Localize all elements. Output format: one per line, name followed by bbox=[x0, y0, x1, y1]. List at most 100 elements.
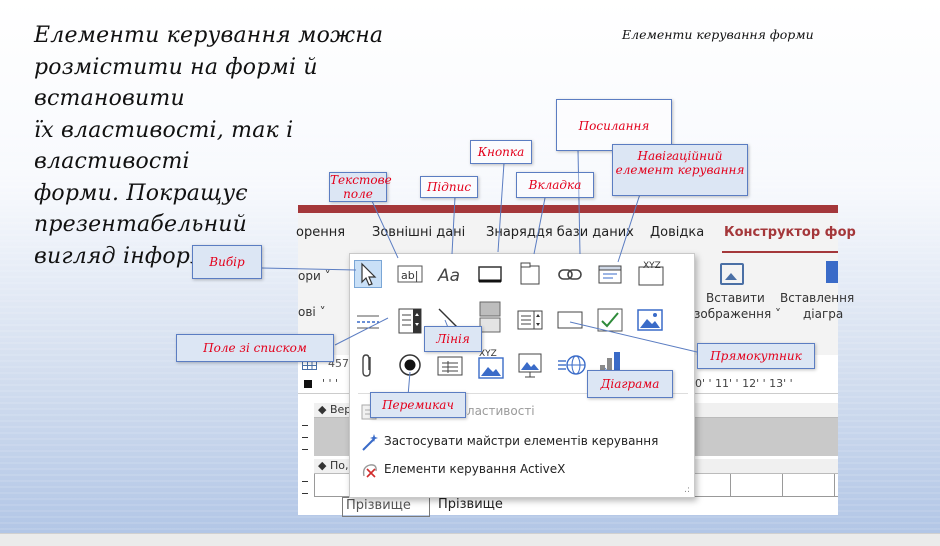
xyz-caption: XYZ bbox=[479, 349, 497, 359]
callout-link: Посилання bbox=[556, 99, 672, 151]
select-tool[interactable] bbox=[354, 260, 382, 288]
navigation-control[interactable]: XYZ bbox=[636, 260, 664, 288]
radio-button-icon bbox=[399, 354, 421, 376]
unbound-object-frame-control[interactable] bbox=[636, 306, 664, 334]
ribbon-left-label[interactable]: ори ˅ bbox=[298, 269, 331, 283]
subform-control[interactable] bbox=[436, 352, 464, 380]
callout-select: Вибір bbox=[192, 245, 262, 279]
menu-item-label: Елементи керування ActiveX bbox=[384, 462, 566, 476]
rectangle-control[interactable] bbox=[556, 306, 584, 334]
checkmark-icon bbox=[597, 308, 623, 332]
vertical-ruler-tick bbox=[302, 449, 308, 450]
vertical-ruler-tick bbox=[302, 437, 308, 438]
navigation-xyz-icon: XYZ bbox=[638, 261, 664, 286]
label-aa-icon: Aa bbox=[437, 266, 460, 286]
globe-link-icon bbox=[558, 355, 586, 375]
slide-title: Елементи керування форми bbox=[622, 27, 814, 42]
callout-tab: Вкладка bbox=[516, 172, 594, 198]
paperclip-icon bbox=[362, 354, 371, 377]
subform-icon bbox=[437, 356, 463, 376]
ruler-marks: 10' ' 11' ' 12' ' 13' ' bbox=[688, 377, 793, 390]
web-browser-control[interactable] bbox=[596, 260, 624, 288]
resize-grip[interactable]: .: bbox=[684, 485, 690, 495]
tab-create[interactable]: орення bbox=[296, 225, 346, 240]
callout-navigation: Навігаційний елемент керування bbox=[612, 144, 748, 196]
callout-rectangle: Прямокутник bbox=[697, 343, 815, 369]
page-break-control[interactable] bbox=[354, 308, 382, 336]
button-control[interactable] bbox=[476, 260, 504, 288]
body-line: їх властивості, так і властивості bbox=[34, 117, 294, 175]
body-line: форми. Покращує презентабельний bbox=[34, 180, 248, 238]
tab-control[interactable] bbox=[516, 260, 544, 288]
tab-help[interactable]: Довідка bbox=[650, 225, 705, 240]
section-label: ◆ По, bbox=[318, 459, 349, 472]
hyperlink-globe-control[interactable] bbox=[556, 350, 586, 378]
toggle-button-icon bbox=[479, 301, 501, 333]
insert-image-label[interactable]: зображення ˅ bbox=[694, 307, 782, 321]
page-break-icon bbox=[357, 315, 379, 329]
body-line: розмістити на формі й встановити bbox=[34, 54, 318, 112]
tab-database-tools[interactable]: Знаряддя бази даних bbox=[486, 225, 634, 240]
form-selector[interactable] bbox=[304, 380, 312, 388]
link-chain-icon bbox=[558, 269, 582, 280]
wizard-icon bbox=[362, 434, 378, 451]
surname-label-control[interactable]: Прізвище bbox=[342, 497, 430, 517]
svg-text:Aa: Aa bbox=[437, 266, 460, 286]
web-browser-icon bbox=[598, 265, 622, 284]
vertical-ruler-tick bbox=[302, 481, 308, 482]
title-strip bbox=[298, 205, 838, 213]
active-tab-indicator bbox=[722, 251, 838, 253]
insert-chart-label[interactable]: Вставлення bbox=[780, 291, 855, 305]
svg-text:ab|: ab| bbox=[401, 269, 418, 282]
button-icon bbox=[478, 266, 502, 283]
image-control[interactable] bbox=[516, 350, 544, 378]
textbox-icon: ab| bbox=[397, 265, 423, 283]
body-line: Елементи керування можна bbox=[34, 23, 384, 48]
window-bottom-bar bbox=[0, 533, 940, 546]
tab-form-design[interactable]: Конструктор фор bbox=[724, 225, 856, 240]
insert-chart-icon[interactable] bbox=[826, 261, 838, 283]
combo-box-control[interactable] bbox=[396, 306, 424, 334]
insert-chart-label[interactable]: діагра bbox=[803, 307, 844, 321]
menu-separator bbox=[358, 393, 688, 394]
list-box-control[interactable] bbox=[516, 306, 544, 334]
ribbon-left-label[interactable]: ові ˅ bbox=[298, 305, 326, 319]
bound-object-xyz-icon: XYZ bbox=[478, 349, 504, 379]
image-monitor-icon bbox=[518, 353, 542, 378]
attachment-control[interactable] bbox=[354, 350, 382, 378]
textbox-control[interactable]: ab| bbox=[396, 260, 424, 288]
cursor-arrow-icon bbox=[361, 262, 377, 286]
presentation-slide: Елементи керування можна розмістити на ф… bbox=[0, 0, 940, 533]
tab-control-icon bbox=[520, 262, 540, 285]
picture-icon bbox=[637, 309, 663, 331]
insert-image-icon[interactable] bbox=[720, 263, 744, 285]
slide-body-text: Елементи керування можна розмістити на ф… bbox=[34, 20, 454, 272]
callout-label: Підпис bbox=[420, 176, 478, 198]
vertical-ruler-tick bbox=[302, 425, 308, 426]
combo-box-icon bbox=[398, 308, 422, 334]
hyperlink-control[interactable] bbox=[556, 260, 584, 288]
section-label: ◆ Вер bbox=[318, 403, 352, 416]
check-box-control[interactable] bbox=[596, 306, 624, 334]
activex-icon bbox=[362, 464, 377, 478]
callout-option-button: Перемикач bbox=[370, 392, 466, 418]
callout-line: Лінія bbox=[424, 326, 482, 352]
callout-text-field: Текстове поле bbox=[329, 172, 392, 202]
callout-chart: Діаграма bbox=[587, 370, 673, 398]
ribbon-tabs: орення Зовнішні дані Знаряддя бази даних… bbox=[296, 213, 856, 253]
surname-textbox-control[interactable]: Прізвище bbox=[438, 497, 503, 512]
callout-button: Кнопка bbox=[470, 140, 532, 164]
xyz-caption: XYZ bbox=[643, 261, 661, 271]
rectangle-icon bbox=[557, 311, 583, 329]
insert-image-label[interactable]: Вставити bbox=[706, 291, 765, 305]
vertical-ruler-tick bbox=[302, 493, 308, 494]
bound-object-frame-control[interactable]: XYZ bbox=[476, 346, 504, 379]
toggle-button-control[interactable] bbox=[476, 300, 504, 333]
callout-combo-box: Поле зі списком bbox=[176, 334, 334, 362]
field-label-text: Прізвище bbox=[346, 498, 411, 513]
menu-item-label: Застосувати майстри елементів керування bbox=[384, 434, 659, 448]
label-control[interactable]: Aa bbox=[436, 260, 464, 288]
tab-external-data[interactable]: Зовнішні дані bbox=[372, 225, 466, 240]
list-box-icon bbox=[517, 310, 543, 330]
option-button-control[interactable] bbox=[396, 350, 424, 378]
